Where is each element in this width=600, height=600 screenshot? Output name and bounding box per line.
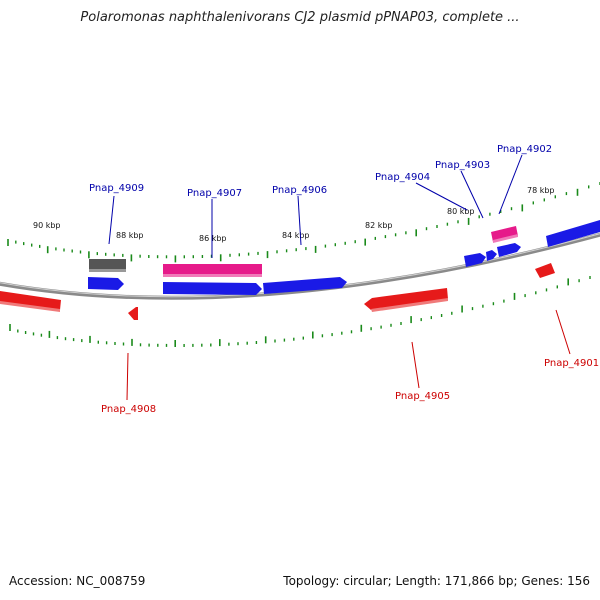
outer-tick-ring bbox=[7, 182, 600, 263]
gene-pnap4903-arrow[interactable] bbox=[486, 250, 497, 261]
reverse-features bbox=[0, 263, 555, 320]
gene-pnap4908-arrow[interactable] bbox=[128, 307, 138, 320]
accession-text: Accession: NC_008759 bbox=[9, 574, 146, 588]
outer-lane-features bbox=[89, 226, 518, 277]
gene-right-edge-arrow[interactable] bbox=[546, 220, 600, 247]
gene-pnap4905-arrow[interactable] bbox=[364, 288, 448, 310]
gene-label-pnap4905[interactable]: Pnap_4905 bbox=[395, 391, 450, 402]
gene-label-pnap4909[interactable]: Pnap_4909 bbox=[89, 183, 144, 194]
gene-pnap4907-arrow[interactable] bbox=[163, 282, 262, 295]
feature-grey-block-shade bbox=[89, 269, 126, 272]
feature-grey-block[interactable] bbox=[89, 259, 126, 271]
gene-pnap4902-arrow[interactable] bbox=[497, 243, 521, 257]
forward-features bbox=[88, 220, 600, 295]
gene-label-pnap4908[interactable]: Pnap_4908 bbox=[101, 404, 156, 415]
gene-pnap4906-arrow[interactable] bbox=[263, 277, 347, 294]
kbp-label-80: 80 kbp bbox=[447, 207, 475, 216]
leader-pnap4901 bbox=[555, 309, 571, 355]
leader-pnap4909 bbox=[108, 195, 115, 245]
gene-pnap4901-arrow[interactable] bbox=[535, 263, 555, 278]
gene-label-pnap4903[interactable]: Pnap_4903 bbox=[435, 160, 490, 171]
kbp-label-82: 82 kbp bbox=[365, 221, 393, 230]
kbp-label-86: 86 kbp bbox=[199, 234, 227, 243]
feature-pink-block[interactable] bbox=[163, 264, 262, 276]
gene-pnap4905-arrow-shade bbox=[371, 298, 448, 312]
feature-pink-small-shade bbox=[493, 234, 518, 243]
kbp-label-84: 84 kbp bbox=[282, 231, 310, 240]
gene-labels: Pnap_4909 Pnap_4907 Pnap_4906 Pnap_4904 … bbox=[89, 144, 599, 415]
kbp-label-90: 90 kbp bbox=[33, 221, 61, 230]
kbp-label-88: 88 kbp bbox=[116, 231, 144, 240]
map-title: Polaromonas naphthalenivorans CJ2 plasmi… bbox=[80, 10, 520, 25]
leader-pnap4905 bbox=[411, 341, 420, 389]
kbp-label-78: 78 kbp bbox=[527, 186, 555, 195]
topology-stats-text: Topology: circular; Length: 171,866 bp; … bbox=[283, 574, 590, 588]
feature-pink-block-shade bbox=[163, 274, 262, 277]
gene-label-pnap4907[interactable]: Pnap_4907 bbox=[187, 188, 242, 199]
inner-tick-ring bbox=[9, 276, 591, 347]
gene-left-edge-arrow[interactable] bbox=[0, 291, 61, 310]
gene-label-pnap4901[interactable]: Pnap_4901 bbox=[544, 358, 599, 369]
leader-pnap4902 bbox=[498, 154, 523, 215]
label-leaders bbox=[108, 154, 571, 401]
gene-left-edge-arrow-shade bbox=[0, 301, 60, 312]
leader-pnap4903 bbox=[460, 170, 484, 219]
gene-label-pnap4904[interactable]: Pnap_4904 bbox=[375, 172, 430, 183]
leader-pnap4906 bbox=[297, 195, 302, 246]
gene-label-pnap4902[interactable]: Pnap_4902 bbox=[497, 144, 552, 155]
gene-pnap4909-arrow[interactable] bbox=[88, 277, 124, 290]
feature-pink-small[interactable] bbox=[491, 226, 518, 242]
leader-pnap4904 bbox=[415, 182, 468, 211]
leader-pnap4908 bbox=[126, 352, 129, 401]
backbone-arc bbox=[0, 232, 600, 300]
gene-pnap4904-arrow[interactable] bbox=[464, 253, 486, 267]
gene-label-pnap4906[interactable]: Pnap_4906 bbox=[272, 185, 327, 196]
